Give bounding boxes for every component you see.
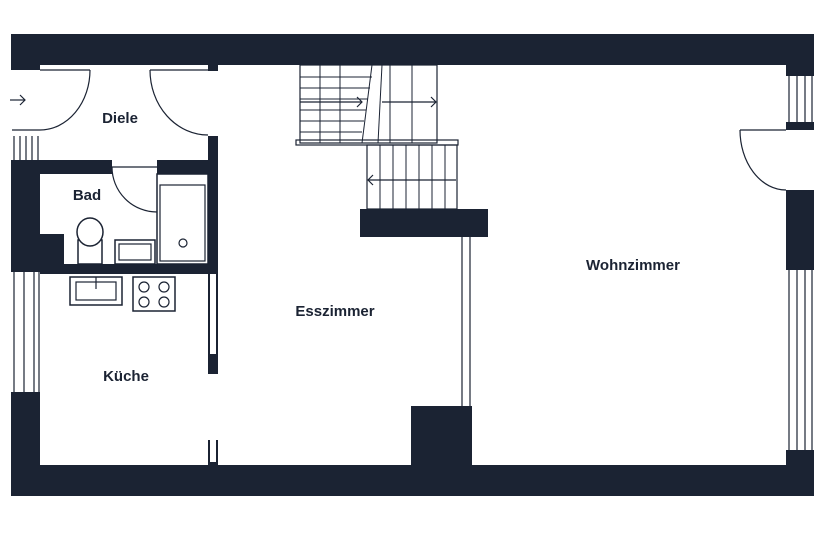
room-label-esszimmer: Esszimmer	[295, 303, 374, 320]
kueche-wall-gaps	[210, 274, 216, 462]
column-bottom	[411, 406, 472, 466]
room-label-kueche: Küche	[103, 368, 149, 385]
shower	[156, 173, 209, 265]
wohnzimmer-door	[739, 129, 787, 191]
left-wall-top	[11, 34, 40, 70]
kueche-fixtures	[69, 276, 176, 312]
right-wall-mid2	[786, 190, 814, 270]
right-wall-bottom	[786, 450, 814, 496]
outer-walls	[11, 34, 814, 496]
right-wall-top	[786, 34, 814, 76]
stairs	[295, 64, 459, 210]
left-wall-mid	[11, 160, 40, 272]
window-right-top	[788, 76, 813, 122]
stove-icon	[132, 276, 176, 312]
bad-sink-icon	[114, 239, 156, 265]
room-label-bad: Bad	[73, 187, 101, 204]
stair-steps-upper	[300, 64, 437, 144]
diele-door-right	[149, 65, 218, 136]
right-wall-mid	[786, 122, 814, 130]
bad-door	[111, 166, 158, 213]
wall-diele-bad-right	[157, 160, 217, 174]
entrance-door	[10, 69, 91, 131]
wall-bad-niche	[40, 234, 64, 264]
window-left-bad	[13, 136, 39, 160]
windows	[13, 76, 813, 450]
wall-bad-bottom	[40, 264, 218, 274]
window-left-kueche	[13, 272, 40, 392]
toilet-icon	[76, 217, 104, 265]
room-label-diele: Diele	[102, 110, 138, 127]
bottom-wall	[11, 465, 814, 496]
room-label-wohnzimmer: Wohnzimmer	[586, 257, 680, 274]
left-wall-bottom	[11, 392, 40, 496]
kitchen-sink-icon	[69, 276, 123, 306]
room-labels: Diele Bad Küche Esszimmer Wohnzimmer	[73, 110, 680, 385]
top-wall	[11, 34, 814, 65]
wall-diele-right	[208, 136, 218, 274]
stair-wall	[360, 209, 488, 237]
stair-steps-lower	[367, 145, 456, 209]
window-right-bottom	[788, 270, 813, 450]
wall-diele-bad-left	[40, 160, 112, 174]
shower-drain-icon	[178, 238, 188, 248]
bad-fixtures	[76, 173, 209, 265]
partition	[461, 237, 471, 406]
